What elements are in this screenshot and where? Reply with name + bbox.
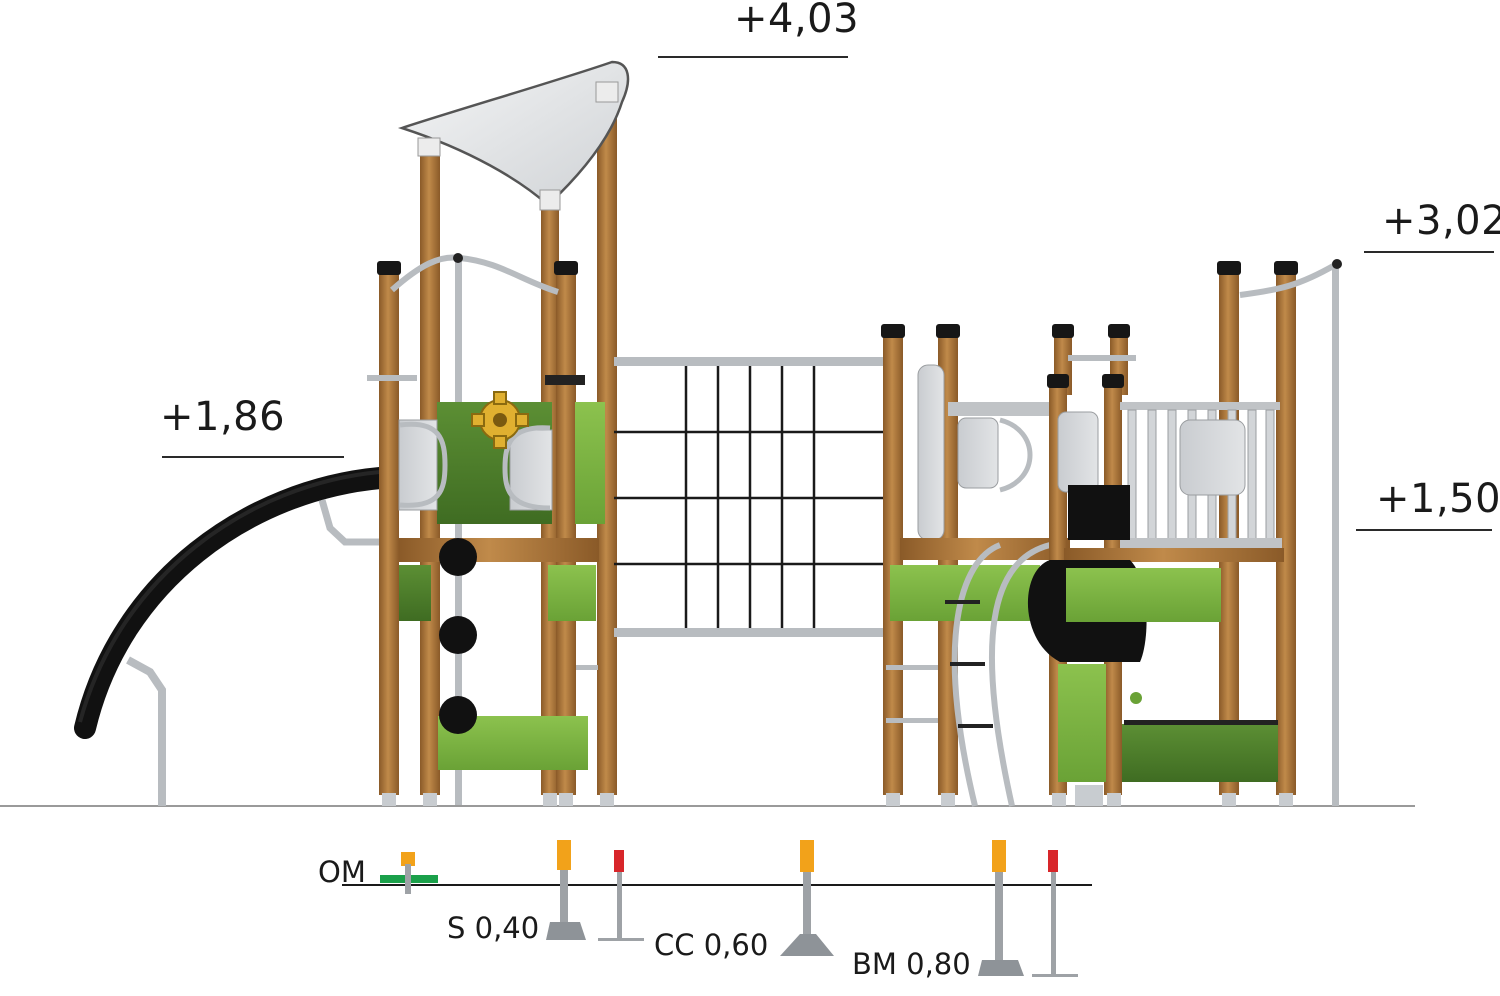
foundation-label-s: S 0,40: [447, 911, 540, 945]
left-tower: [367, 60, 630, 806]
middle-deck: [881, 324, 1136, 807]
foundation-om-symbol: [380, 852, 438, 894]
gear-toy: [471, 391, 529, 449]
foundation-s-symbol: [546, 840, 644, 941]
dimension-line-canopy: [658, 56, 848, 58]
foundation-label-om: OM: [318, 855, 366, 889]
dimension-canopy-height: +4,03: [734, 0, 860, 42]
right-tower: [1027, 259, 1342, 806]
dimension-line-deck: [1356, 529, 1492, 531]
dimension-tower-right-height: +3,02: [1382, 198, 1500, 244]
dimension-slide-height: +1,86: [160, 394, 286, 440]
foundation-label-bm: BM 0,80: [852, 947, 971, 981]
foundation-label-cc: CC 0,60: [654, 928, 769, 962]
foundation-cc-symbol: [780, 840, 834, 956]
foundation-legend: [342, 840, 1092, 977]
dimension-line-slide: [162, 456, 344, 458]
slide: [74, 467, 391, 806]
foundation-bm-symbol: [978, 840, 1078, 977]
net-bridge: [614, 357, 886, 637]
dimension-line-tower-right: [1364, 251, 1494, 253]
dimension-deck-height: +1,50: [1376, 476, 1500, 522]
